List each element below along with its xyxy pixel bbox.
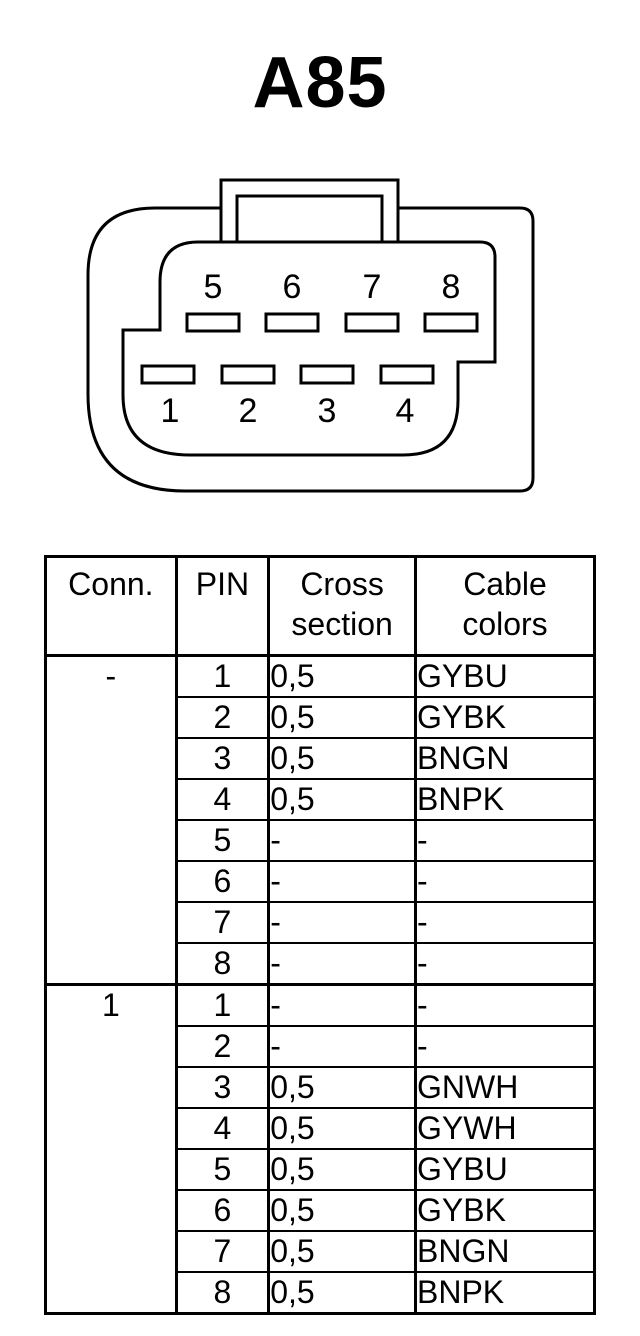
table-row: 8--	[46, 943, 596, 986]
cable-color-cell: BNPK	[415, 1272, 596, 1314]
cross-section-cell: 0,5	[268, 1149, 417, 1191]
pin-cell: 8	[176, 1272, 271, 1314]
pin-label-8: 8	[442, 268, 461, 306]
pin-cell: 3	[176, 738, 271, 780]
pin-label-5: 5	[204, 268, 223, 306]
pin-label-1: 1	[161, 392, 180, 430]
cable-color-cell: BNPK	[415, 779, 596, 821]
cross-section-cell: 0,5	[268, 779, 417, 821]
header-cross-section: Cross section	[268, 556, 417, 657]
header-pin: PIN	[176, 556, 271, 657]
pin-slot-8	[423, 312, 479, 333]
pin-cell: 4	[176, 779, 271, 821]
cross-section-cell: 0,5	[268, 655, 417, 698]
pin-cell: 6	[176, 861, 271, 903]
pin-label-2: 2	[239, 392, 258, 430]
cross-section-cell: 0,5	[268, 1272, 417, 1314]
connector-diagram: 5 6 7 8 1 2 3 4	[86, 178, 535, 493]
pin-label-7: 7	[363, 268, 382, 306]
pin-cell: 2	[176, 1026, 271, 1068]
pin-slot-7	[344, 312, 400, 333]
cross-section-cell: 0,5	[268, 738, 417, 780]
connector-housing-outline	[86, 206, 535, 493]
cross-section-cell: -	[268, 861, 417, 903]
pin-cell: 5	[176, 820, 271, 862]
cable-color-cell: -	[415, 943, 596, 986]
cable-color-cell: -	[415, 984, 596, 1027]
connector-title: A85	[252, 43, 388, 123]
conn-cell: 1	[45, 984, 178, 1315]
pin-slot-3	[299, 364, 355, 385]
header-conn: Conn.	[45, 556, 178, 657]
cable-color-cell: BNGN	[415, 738, 596, 780]
cable-color-cell: GYBK	[415, 1190, 596, 1232]
pin-cell: 7	[176, 1231, 271, 1273]
cable-color-cell: GYWH	[415, 1108, 596, 1150]
pin-cell: 3	[176, 1067, 271, 1109]
conn-cell: -	[45, 655, 178, 986]
cable-color-cell: -	[415, 902, 596, 944]
cable-color-cell: -	[415, 820, 596, 862]
pin-label-4: 4	[396, 392, 415, 430]
cable-color-cell: BNGN	[415, 1231, 596, 1273]
cable-color-cell: GYBU	[415, 1149, 596, 1191]
connector-cavity-outline	[121, 240, 497, 457]
cross-section-cell: -	[268, 984, 417, 1027]
pin-slot-1	[140, 364, 196, 385]
table-row: 2--	[46, 1026, 596, 1068]
table-row: 6--	[46, 861, 596, 903]
cable-color-cell: GNWH	[415, 1067, 596, 1109]
cross-section-cell: -	[268, 902, 417, 944]
pin-cell: 1	[176, 655, 271, 698]
pin-label-6: 6	[283, 268, 302, 306]
cross-section-cell: 0,5	[268, 1108, 417, 1150]
table-header-row: Conn. PIN Cross section Cable colors	[45, 556, 596, 657]
pin-slot-2	[220, 364, 276, 385]
cross-section-cell: 0,5	[268, 1067, 417, 1109]
table-row: 7--	[46, 902, 596, 944]
pin-slot-4	[379, 364, 435, 385]
pin-cell: 1	[176, 984, 271, 1027]
connector-latch	[219, 178, 400, 244]
pin-cell: 5	[176, 1149, 271, 1191]
pin-cell: 6	[176, 1190, 271, 1232]
cable-color-cell: -	[415, 1026, 596, 1068]
cross-section-cell: -	[268, 820, 417, 862]
cross-section-cell: 0,5	[268, 1231, 417, 1273]
cable-color-cell: GYBK	[415, 697, 596, 739]
pin-cell: 4	[176, 1108, 271, 1150]
pin-cell: 7	[176, 902, 271, 944]
header-cable-colors: Cable colors	[415, 556, 596, 657]
cross-section-cell: 0,5	[268, 697, 417, 739]
cross-section-cell: -	[268, 1026, 417, 1068]
pin-slot-6	[264, 312, 320, 333]
cable-color-cell: -	[415, 861, 596, 903]
pin-cell: 2	[176, 697, 271, 739]
table-row: 5--	[46, 820, 596, 862]
cross-section-cell: -	[268, 943, 417, 986]
cable-color-cell: GYBU	[415, 655, 596, 698]
pin-slot-5	[185, 312, 241, 333]
pin-label-3: 3	[318, 392, 337, 430]
pin-cell: 8	[176, 943, 271, 986]
cross-section-cell: 0,5	[268, 1190, 417, 1232]
